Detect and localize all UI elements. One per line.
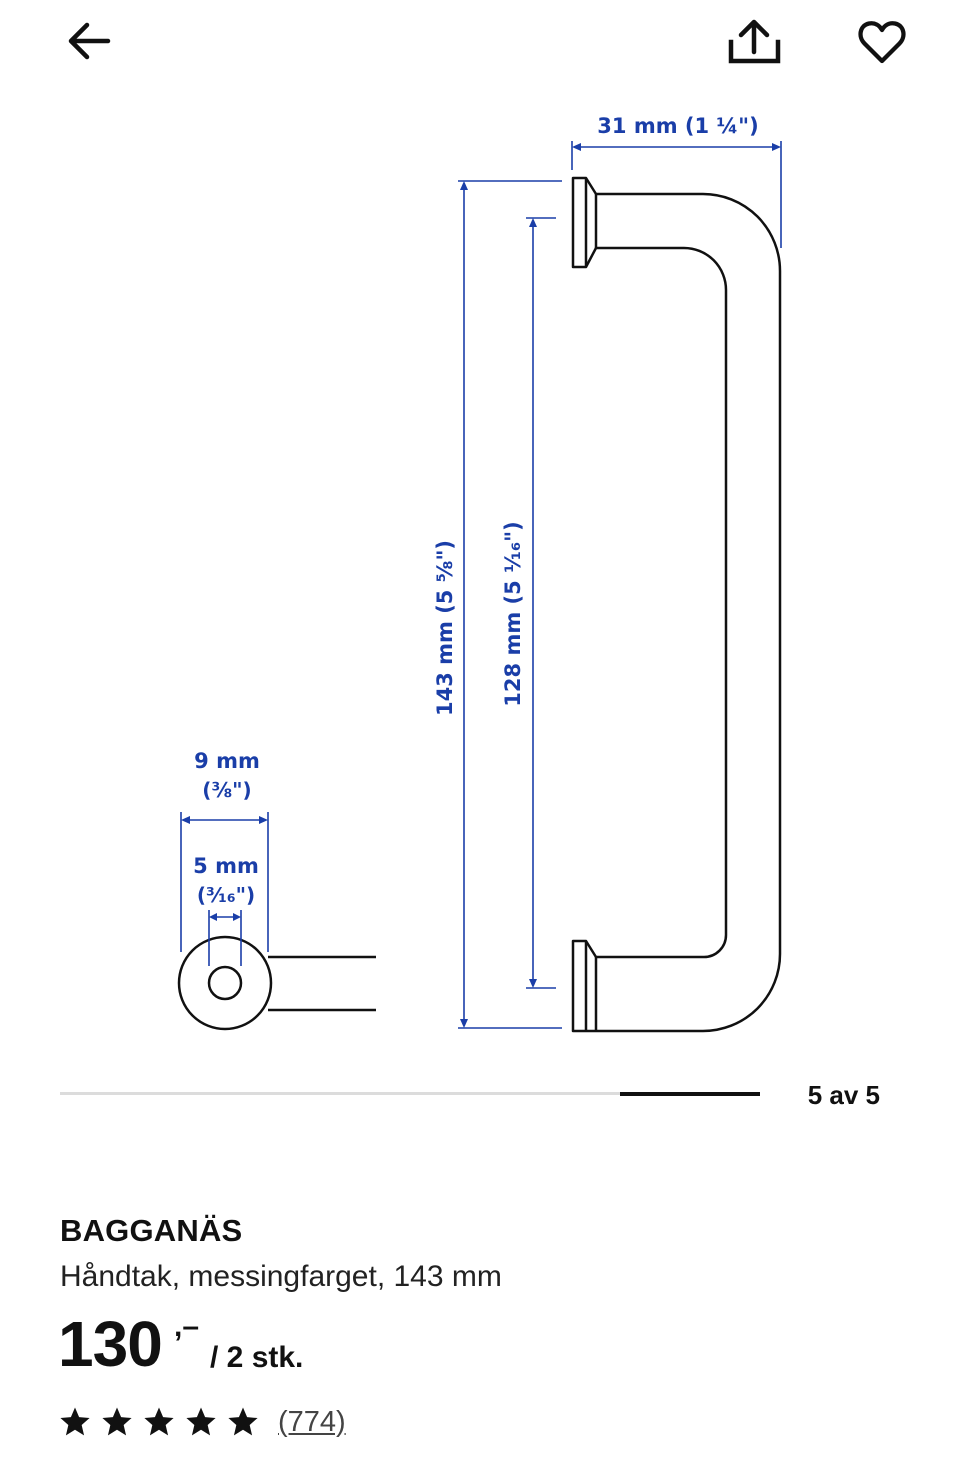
share-button[interactable] — [722, 12, 786, 72]
star-icon — [102, 1407, 132, 1436]
arrow-left-icon — [68, 22, 111, 60]
star-icon — [144, 1407, 174, 1436]
favorite-button[interactable] — [850, 12, 914, 72]
dimension-label-depth: 31 mm (1 ¼") — [597, 114, 758, 138]
price-suffix: ,– — [174, 1310, 200, 1343]
share-upload-icon — [728, 19, 781, 64]
dimension-label-total-length: 143 mm (5 ⅝") — [433, 540, 457, 716]
star-icon — [186, 1407, 216, 1436]
product-dimension-drawing: 31 mm (1 ¼") 143 mm (5 ⅝") 128 mm (5 ¹⁄₁… — [177, 114, 782, 1033]
top-bar — [0, 0, 960, 80]
back-button[interactable] — [60, 14, 116, 70]
dimension-label-hole-diameter-mm: 5 mm — [193, 854, 259, 878]
rating[interactable]: (774) — [58, 1400, 346, 1444]
product-name: BAGGANÄS — [60, 1213, 243, 1248]
handle-end-view — [177, 935, 376, 1031]
dimension-label-hole-distance: 128 mm (5 ¹⁄₁₆") — [501, 521, 525, 706]
heart-outline-icon — [858, 21, 906, 64]
gallery-page-counter: 5 av 5 — [807, 1080, 880, 1110]
gallery-progress-indicator — [620, 1091, 760, 1096]
gallery-progress-track[interactable] — [60, 1091, 760, 1096]
dimension-label-base-diameter-in: (⅜") — [202, 778, 251, 802]
dimension-lines — [180, 141, 782, 1029]
rating-stars — [58, 1405, 268, 1439]
star-icon — [228, 1407, 258, 1436]
product-description: Håndtak, messingfarget, 143 mm — [60, 1260, 502, 1293]
handle-side-view — [571, 176, 782, 1033]
price-value: 130 — [58, 1308, 163, 1380]
star-icon — [60, 1407, 90, 1436]
dimension-label-hole-diameter-in: (³⁄₁₆") — [197, 883, 255, 907]
dimension-label-base-diameter-mm: 9 mm — [194, 749, 260, 773]
price-unit: / 2 stk. — [210, 1341, 304, 1374]
review-count-link[interactable]: (774) — [278, 1405, 346, 1438]
